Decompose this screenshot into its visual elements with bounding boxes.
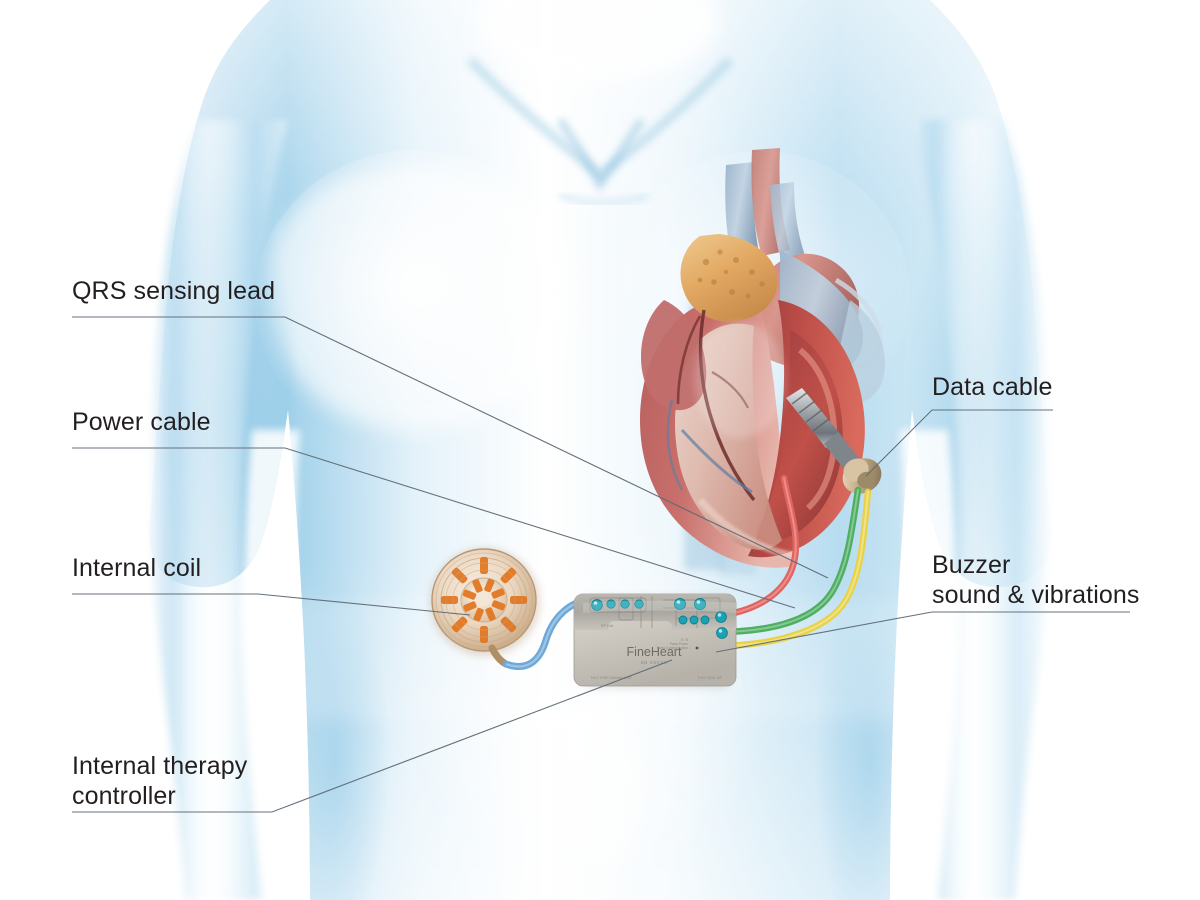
leader-data-cable [865,409,1053,477]
controller-rf-label: RF Coil [601,624,613,628]
controller-port-note-1: E / B [681,638,688,642]
leader-power-cable [72,447,796,609]
controller-warning-left: NOT FOR HUMAN USE [591,676,632,680]
leader-buzzer [715,611,1130,653]
leader-internal-therapy-controller [72,659,673,813]
therapy-controller-icon: RF Coil E / B Pump Power Turbo Communica… [573,593,737,688]
leader-lines [72,316,1130,813]
controller-brand: FineHeart [627,645,682,659]
internal-coil-icon [430,548,594,670]
heart-icon [640,148,886,575]
callout-power-cable: Power cable [72,408,211,436]
apical-pump-icon [786,388,882,494]
callout-buzzer: Buzzer sound & vibrations [932,551,1140,609]
callout-data-cable: Data cable [932,373,1053,401]
controller-warning-right: THIS SIDE UP [697,676,722,680]
leader-internal-coil [72,593,471,616]
callout-internal-therapy-controller: Internal therapy controller [72,752,248,810]
controller-port-note-2: Pump Power [670,642,689,646]
leader-qrs-sensing-lead [72,316,829,579]
connector-ports [589,597,728,639]
controller-port-note-3: Turbo Communication [657,646,688,650]
controller-serial: SN XXXXX [641,660,668,665]
torso-silhouette-icon [149,0,1051,900]
callout-internal-coil: Internal coil [72,554,202,582]
callout-qrs-sensing-lead: QRS sensing lead [72,277,276,305]
